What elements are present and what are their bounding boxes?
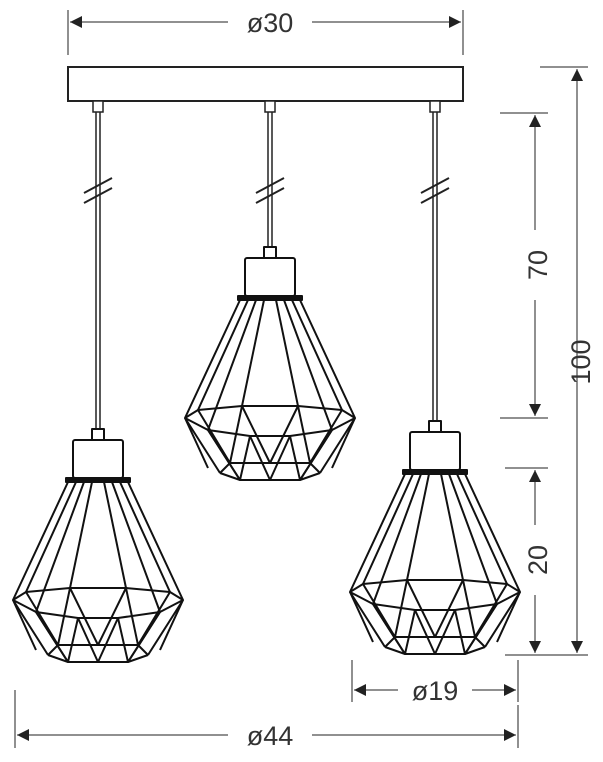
lamp-left [12, 428, 184, 663]
dimension-height-total: 100 [505, 66, 596, 656]
cords [83, 100, 450, 429]
dimension-shade-diameter: ø19 [352, 660, 518, 706]
dimension-total-diameter: ø44 [15, 690, 518, 751]
dimension-label-total-height: 100 [566, 339, 596, 384]
lamp-middle [184, 246, 356, 481]
ceiling-canopy [67, 66, 464, 102]
dimension-label-canopy: ø30 [247, 8, 294, 38]
dimension-canopy: ø30 [68, 8, 463, 55]
dimension-cord: 70 [500, 113, 553, 418]
dimension-shade-height: 20 [505, 468, 553, 653]
dimension-label-total-diameter: ø44 [247, 721, 294, 751]
dimension-label-shade-diameter: ø19 [412, 676, 459, 706]
dimension-label-shade-height: 20 [523, 545, 553, 575]
dimension-label-cord: 70 [523, 250, 553, 280]
lamp-right [349, 420, 521, 655]
